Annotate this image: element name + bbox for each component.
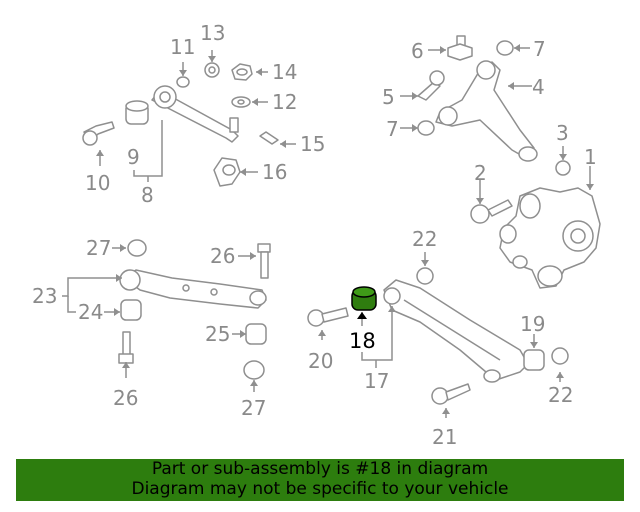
- nut-part-13[interactable]: [204, 62, 220, 78]
- bushing-part-25[interactable]: [245, 323, 267, 345]
- lower-control-arm-part-17[interactable]: [383, 279, 529, 383]
- nut-part-7-lower[interactable]: [417, 120, 435, 136]
- bushing-part-9[interactable]: [125, 100, 149, 125]
- callout-26-top: 26: [210, 244, 235, 268]
- callout-6: 6: [411, 39, 424, 63]
- bushing-part-18-highlighted[interactable]: [351, 286, 377, 311]
- callout-25: 25: [205, 322, 230, 346]
- bolt-part-21[interactable]: [431, 383, 471, 405]
- clip-part-15[interactable]: [259, 131, 279, 145]
- callout-9: 9: [127, 145, 140, 169]
- washer-part-11[interactable]: [176, 76, 190, 88]
- callout-18-highlighted: 18: [349, 329, 376, 353]
- banner-line-part-info: Part or sub-assembly is #18 in diagram: [151, 459, 489, 479]
- callout-arrowheads: [96, 44, 594, 414]
- callout-23: 23: [32, 284, 57, 308]
- upper-link-arm[interactable]: [151, 85, 239, 143]
- nut-part-27-lower[interactable]: [243, 360, 265, 380]
- bushing-part-19[interactable]: [523, 349, 545, 371]
- callout-labels: 1 2 3 4 5 6 7 7 8 9 10 11 12 13 14 15 16…: [32, 21, 597, 449]
- callout-26-lower: 26: [113, 386, 138, 410]
- callout-16: 16: [262, 160, 287, 184]
- callout-19: 19: [520, 312, 545, 336]
- lower-control-arm-assembly: [307, 252, 569, 418]
- callout-7-top: 7: [533, 37, 546, 61]
- callout-17: 17: [364, 369, 389, 393]
- washer-part-22-lower[interactable]: [551, 347, 569, 365]
- callout-27-lower: 27: [241, 396, 266, 420]
- banner-line-disclaimer: Diagram may not be specific to your vehi…: [131, 479, 509, 499]
- callout-10: 10: [85, 171, 110, 195]
- callout-5: 5: [382, 85, 395, 109]
- callout-22-top: 22: [412, 227, 437, 251]
- nut-part-14[interactable]: [231, 63, 253, 81]
- callout-7-lower: 7: [386, 117, 399, 141]
- bushing-part-24[interactable]: [120, 299, 142, 321]
- callout-4: 4: [532, 75, 545, 99]
- parts-diagram: 1 2 3 4 5 6 7 7 8 9 10 11 12 13 14 15 16…: [32, 21, 601, 449]
- callout-13: 13: [200, 21, 225, 45]
- info-banner: Part or sub-assembly is #18 in diagram D…: [16, 459, 624, 501]
- callout-15: 15: [300, 132, 325, 156]
- upper-link-assembly: [82, 50, 296, 187]
- callout-12: 12: [272, 90, 297, 114]
- knuckle-part-1[interactable]: [499, 187, 601, 289]
- bolt-part-26-lower[interactable]: [118, 331, 134, 364]
- upper-control-arm-part-4[interactable]: [435, 60, 538, 162]
- callout-1: 1: [584, 145, 597, 169]
- bolt-part-6[interactable]: [447, 35, 473, 61]
- upper-control-arm-assembly: [400, 35, 601, 289]
- callout-22-lower: 22: [548, 383, 573, 407]
- callout-27-top: 27: [86, 236, 111, 260]
- lower-link-arm-part-23[interactable]: [119, 269, 267, 309]
- bolt-part-10[interactable]: [82, 121, 115, 146]
- callout-21: 21: [432, 425, 457, 449]
- callout-11: 11: [170, 35, 195, 59]
- callout-24: 24: [78, 300, 103, 324]
- bolt-part-26-top[interactable]: [257, 243, 271, 279]
- bolt-part-2[interactable]: [470, 199, 513, 224]
- lower-link-assembly: [62, 239, 271, 392]
- callout-2: 2: [474, 161, 487, 185]
- washer-part-12[interactable]: [231, 96, 251, 108]
- nut-part-27-top[interactable]: [127, 239, 147, 257]
- bracket-part-16[interactable]: [213, 157, 241, 187]
- bolt-part-5[interactable]: [417, 70, 445, 101]
- callout-20: 20: [308, 349, 333, 373]
- washer-part-3[interactable]: [555, 160, 571, 176]
- callout-3: 3: [556, 121, 569, 145]
- bolt-part-20[interactable]: [307, 307, 349, 327]
- washer-part-22-top[interactable]: [416, 267, 434, 285]
- callout-8: 8: [141, 183, 154, 207]
- callout-14: 14: [272, 60, 297, 84]
- nut-part-7-top[interactable]: [496, 40, 514, 56]
